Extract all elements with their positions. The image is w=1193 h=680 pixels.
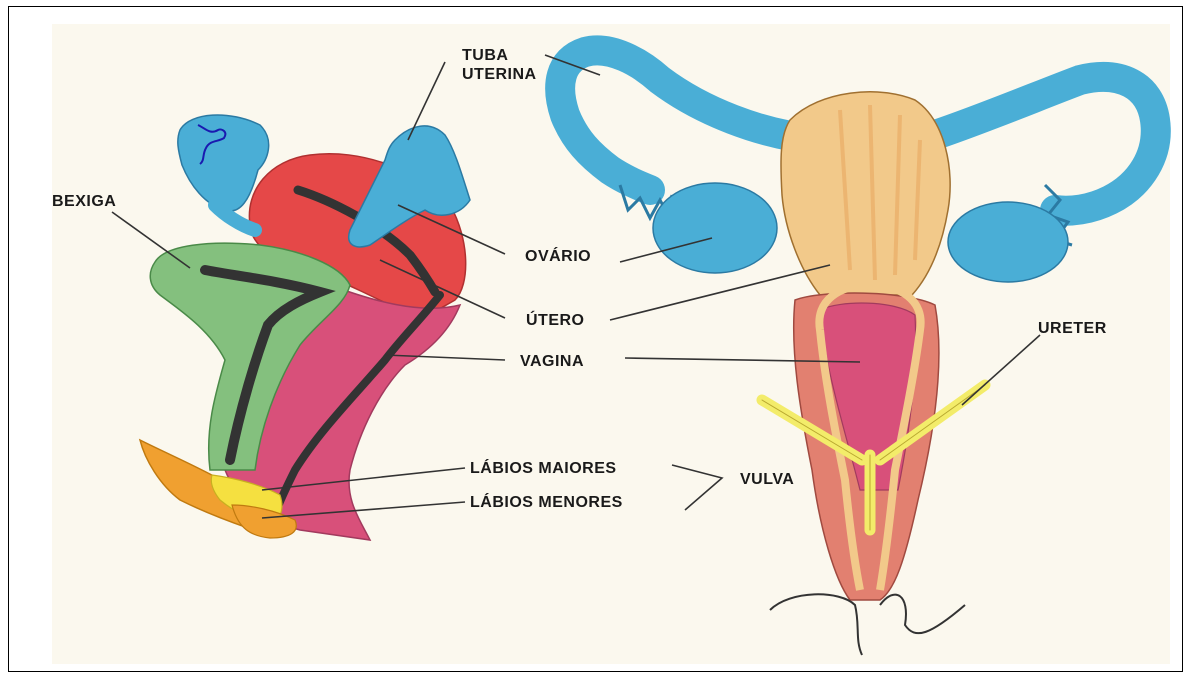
label-tuba-uterina-2: UTERINA: [462, 66, 537, 83]
label-tuba-uterina-1: TUBA: [462, 47, 508, 64]
label-ovario: OVÁRIO: [525, 246, 591, 265]
label-utero: ÚTERO: [526, 310, 585, 329]
ovary-left: [653, 183, 777, 273]
label-labios-maiores: LÁBIOS MAIORES: [470, 458, 617, 477]
label-vagina: VAGINA: [520, 353, 584, 370]
label-bexiga: BEXIGA: [52, 193, 116, 210]
uterus-frontal: [781, 92, 950, 295]
ovary-right: [948, 202, 1068, 282]
label-ureter: URETER: [1038, 320, 1107, 337]
label-labios-menores: LÁBIOS MENORES: [470, 492, 623, 511]
label-vulva: VULVA: [740, 471, 794, 488]
